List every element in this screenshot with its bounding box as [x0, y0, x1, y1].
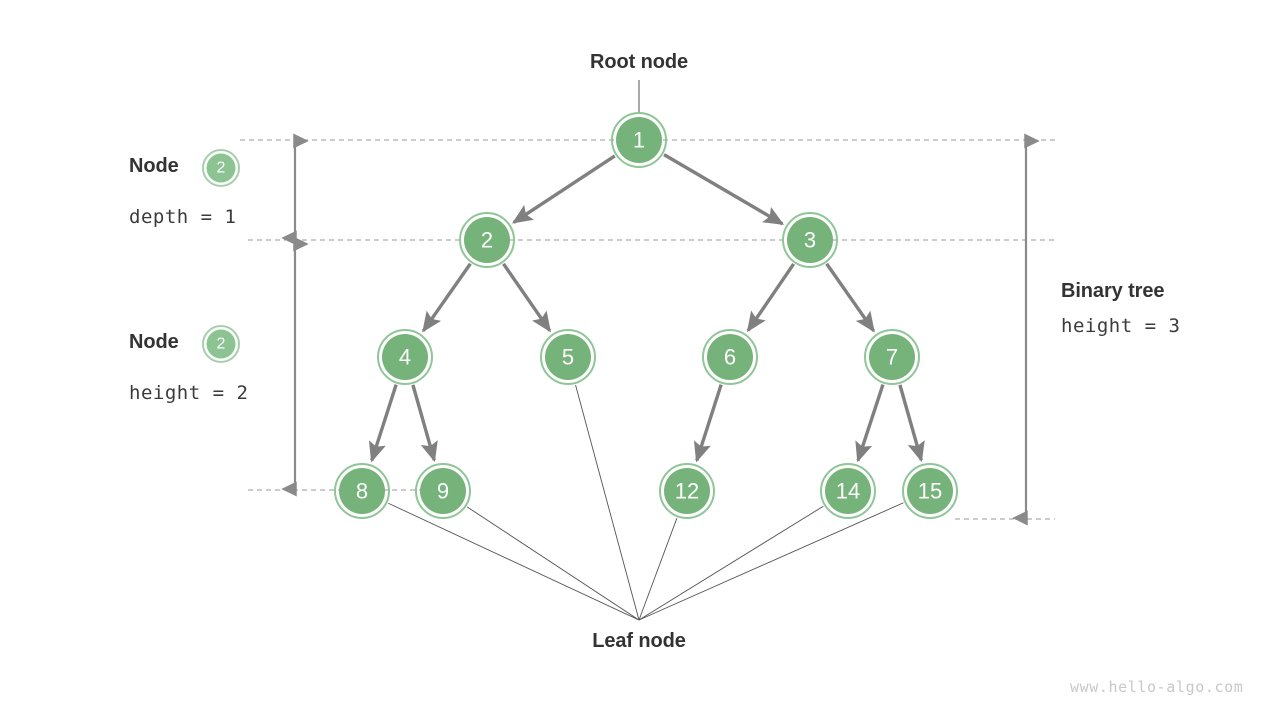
node-circle [616, 117, 662, 163]
node-height-title: Node [129, 331, 179, 353]
node-circle [907, 468, 953, 514]
tree-node-5[interactable]: 5 [540, 329, 596, 385]
badge-circle [206, 153, 236, 183]
edge-n1-n2 [512, 154, 616, 224]
site-watermark: www.hello-algo.com [1070, 678, 1244, 696]
node-value: 3 [804, 228, 816, 253]
badge-ring [202, 149, 240, 187]
edge-n3-n6 [746, 262, 796, 333]
leaf-node-leader-lines [388, 384, 904, 621]
node-value: 9 [437, 479, 449, 504]
node-ring [459, 212, 515, 268]
root-node-label: Root node [590, 51, 688, 73]
measure-guide-lines [240, 139, 1055, 520]
binary-tree-title: Binary tree [1061, 280, 1165, 302]
tree-node-6[interactable]: 6 [702, 329, 758, 385]
leaf-ray-n14 [638, 505, 824, 621]
badge-ring [202, 325, 240, 363]
binary-tree-height-value: height = 3 [1061, 315, 1181, 337]
edge-n2-n4 [421, 262, 472, 333]
edge-n6-n12 [693, 384, 723, 463]
node-circle [825, 468, 871, 514]
node-ring [611, 112, 667, 168]
tree-node-7[interactable]: 7 [864, 329, 920, 385]
node-circle [382, 334, 428, 380]
node-circle [545, 334, 591, 380]
inline-node-badges: 22 [202, 149, 240, 363]
node-circle [339, 468, 385, 514]
tree-node-15[interactable]: 15 [902, 463, 958, 519]
node-ring [820, 463, 876, 519]
tree-node-12[interactable]: 12 [659, 463, 715, 519]
badge-value: 2 [217, 160, 226, 177]
node-height-value: height = 2 [129, 382, 249, 404]
node-value: 15 [918, 479, 942, 504]
badge-value: 2 [217, 336, 226, 353]
node-ring [864, 329, 920, 385]
node-depth-value: depth = 1 [129, 206, 237, 228]
leaf-ray-n15 [638, 502, 904, 621]
node-ring [902, 463, 958, 519]
node-circle [464, 217, 510, 263]
node-circle [420, 468, 466, 514]
node-value: 8 [356, 479, 368, 504]
tree-node-4[interactable]: 4 [377, 329, 433, 385]
leaf-ray-n5 [575, 384, 640, 621]
tree-node-3[interactable]: 3 [782, 212, 838, 268]
edge-n2-n5 [502, 262, 552, 333]
node-value: 1 [633, 128, 645, 153]
node-value: 5 [562, 345, 574, 370]
edge-n4-n9 [411, 384, 438, 463]
edge-n1-n3 [663, 153, 785, 226]
node-circle [787, 217, 833, 263]
node-ring [540, 329, 596, 385]
node-value: 7 [886, 345, 898, 370]
node-value: 6 [724, 345, 736, 370]
leaf-node-label: Leaf node [592, 630, 686, 652]
node-ring [377, 329, 433, 385]
tree-edges [368, 153, 925, 463]
tree-node-14[interactable]: 14 [820, 463, 876, 519]
edge-n3-n7 [825, 262, 876, 333]
node-ring [659, 463, 715, 519]
edge-n7-n14 [855, 384, 885, 463]
node-ring [334, 463, 390, 519]
tree-node-9[interactable]: 9 [415, 463, 471, 519]
node-value: 12 [675, 479, 699, 504]
node-value: 4 [399, 345, 411, 370]
node-value: 14 [836, 479, 860, 504]
leaf-ray-n12 [638, 518, 678, 621]
node-depth-badge: 2 [202, 149, 240, 187]
badge-circle [206, 329, 236, 359]
node-depth-title: Node [129, 155, 179, 177]
tree-node-1[interactable]: 1 [611, 112, 667, 168]
leaf-ray-n9 [466, 506, 640, 621]
tree-node-8[interactable]: 8 [334, 463, 390, 519]
leaf-ray-n8 [388, 502, 640, 621]
node-value: 2 [481, 228, 493, 253]
node-ring [702, 329, 758, 385]
node-circle [707, 334, 753, 380]
node-circle [664, 468, 710, 514]
tree-node-2[interactable]: 2 [459, 212, 515, 268]
measure-arrows [281, 133, 1040, 526]
edge-n4-n8 [368, 384, 398, 463]
node-ring [415, 463, 471, 519]
node-ring [782, 212, 838, 268]
edge-n7-n15 [898, 384, 925, 463]
node-height-badge: 2 [202, 325, 240, 363]
node-circle [869, 334, 915, 380]
